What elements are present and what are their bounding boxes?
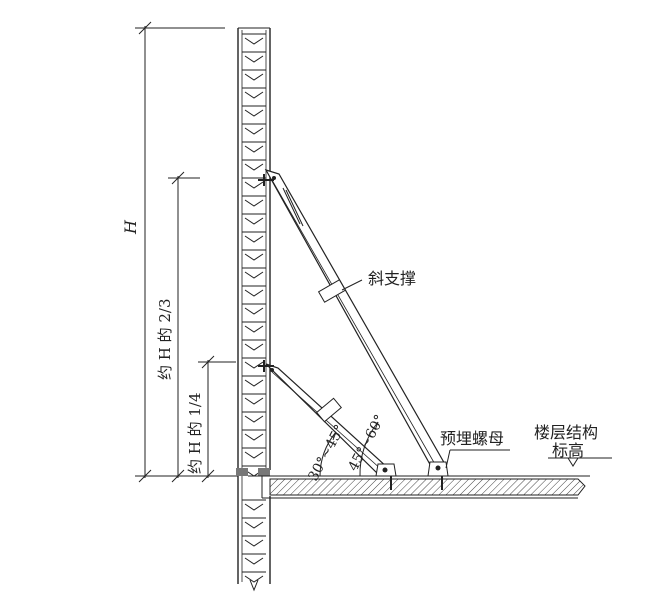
brace-wall-connectors: [258, 174, 274, 372]
stirrup: [242, 159, 266, 171]
floor-slab: [248, 475, 590, 499]
stirrup: [242, 321, 266, 333]
angle-lower-label: 30°~45°: [305, 422, 348, 484]
stirrup: [242, 357, 266, 369]
nut-label-leader: [445, 449, 451, 469]
column-stirrups: [242, 33, 266, 583]
stirrup: [242, 285, 266, 297]
stirrup: [242, 33, 266, 45]
stirrup: [242, 105, 266, 117]
stirrup: [242, 447, 266, 459]
floor-level-marker: [548, 457, 612, 467]
lower-brace-height-label: 约 H 的 1/4: [186, 392, 204, 474]
stirrup: [242, 553, 266, 565]
stirrup: [242, 231, 266, 243]
diagonal-brace-label: 斜支撑: [368, 269, 416, 288]
upper-brace-height-label: 约 H 的 2/3: [156, 298, 174, 380]
stirrup: [242, 213, 266, 225]
upper-diagonal-brace: [264, 168, 449, 477]
stirrup: [242, 123, 266, 135]
floor-level-label-line1: 楼层结构: [534, 423, 598, 442]
stirrup: [242, 339, 266, 351]
angle-arcs: [319, 421, 379, 477]
stirrup: [242, 517, 266, 529]
stirrup: [242, 375, 266, 387]
stirrup: [242, 69, 266, 81]
stirrup: [242, 87, 266, 99]
stirrup: [242, 249, 266, 261]
stirrup: [242, 429, 266, 441]
dimension-lines: [135, 21, 238, 483]
height-label: H: [121, 219, 140, 235]
stirrup: [242, 51, 266, 63]
floor-level-label-line2: 标高: [552, 441, 584, 460]
stirrup: [242, 535, 266, 547]
column: [237, 27, 271, 592]
stirrup: [242, 195, 266, 207]
stirrup: [242, 499, 266, 511]
stirrup: [242, 303, 266, 315]
column-foot-blocks: [236, 468, 270, 476]
stirrup: [242, 411, 266, 423]
stirrup: [242, 267, 266, 279]
stirrup: [242, 393, 266, 405]
embedded-nut-label: 预埋螺母: [440, 429, 504, 448]
stirrup: [242, 141, 266, 153]
stirrup: [242, 571, 266, 583]
embedded-nuts: [390, 476, 443, 490]
brace-label-leader: [341, 279, 363, 291]
stirrup: [242, 177, 266, 189]
